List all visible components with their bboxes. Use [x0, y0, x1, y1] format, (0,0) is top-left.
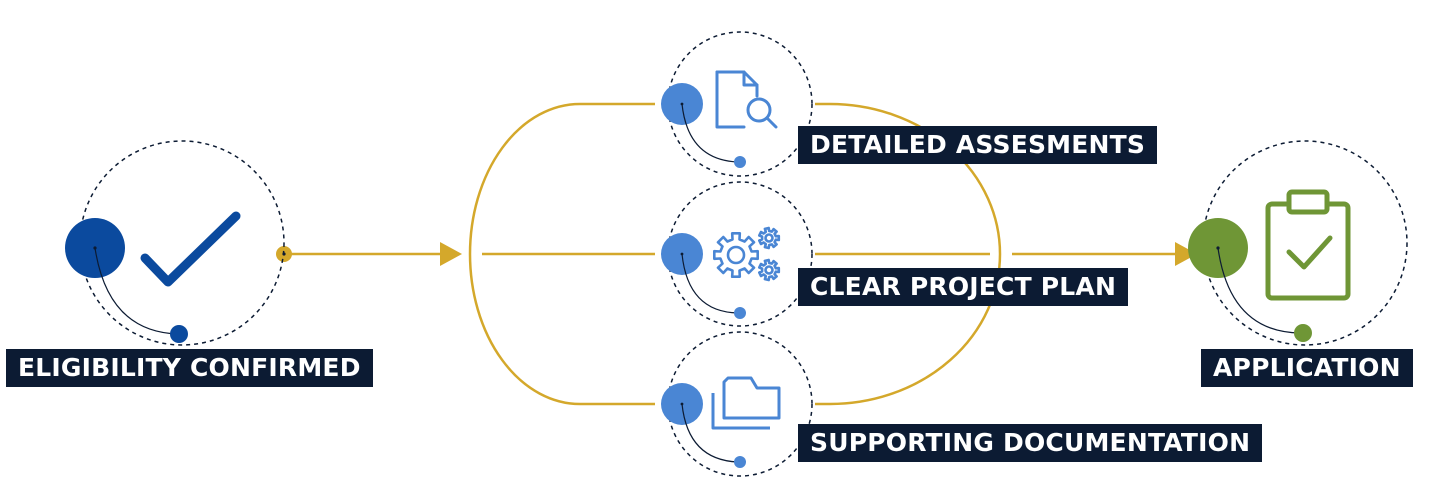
gear-small-bottom	[758, 258, 781, 282]
stage-eligibility	[65, 140, 285, 346]
stage-application	[1188, 140, 1408, 346]
stage-project-plan-bullet-center	[680, 252, 684, 256]
stage-documentation	[661, 331, 813, 477]
stage-application-pointer-dot	[1294, 324, 1312, 342]
stage-assessments-pointer-line	[681, 103, 739, 163]
stage-application-bullet-center	[1216, 246, 1220, 250]
flow-connectors	[290, 102, 1175, 406]
stage-eligibility-ring	[79, 140, 285, 346]
gear-small-top	[758, 226, 781, 250]
stage-assessments-bullet-center	[680, 102, 684, 106]
label-application: APPLICATION	[1201, 349, 1413, 387]
gears-icon	[713, 226, 781, 282]
stage-assessments	[661, 31, 813, 177]
document-search-icon	[715, 70, 778, 129]
stage-documentation-pointer-dot	[734, 456, 746, 468]
stage-assessments-pointer-dot	[734, 156, 746, 168]
flow-arrow-right	[1175, 242, 1197, 266]
label-clear-project-plan: CLEAR PROJECT PLAN	[798, 268, 1129, 306]
stage-eligibility-pointer-dot	[170, 325, 188, 343]
checkmark-icon	[140, 211, 241, 287]
stage-application-ring	[1202, 140, 1408, 346]
folders-icon	[711, 376, 781, 430]
stage-application-pointer-line	[1217, 247, 1301, 334]
stage-documentation-bullet-center	[680, 402, 684, 406]
top-connector-left	[468, 102, 655, 406]
stage-project-plan	[661, 181, 813, 327]
label-supporting-documentation: SUPPORTING DOCUMENTATION	[798, 424, 1263, 462]
gear-large	[713, 232, 759, 278]
stage-eligibility-bullet-center	[93, 246, 97, 250]
stage-project-plan-pointer-line	[681, 253, 739, 314]
label-eligibility-confirmed: ELIGIBILITY CONFIRMED	[6, 349, 373, 387]
clipboard-check-icon	[1265, 189, 1351, 301]
label-detailed-assessments: DETAILED ASSESMENTS	[798, 126, 1158, 164]
stage-project-plan-pointer-dot	[734, 307, 746, 319]
flow-arrow-mid	[440, 242, 462, 266]
stage-documentation-pointer-line	[681, 403, 739, 463]
stage-eligibility-pointer-line	[94, 247, 179, 335]
top-connector-right	[815, 102, 1002, 406]
